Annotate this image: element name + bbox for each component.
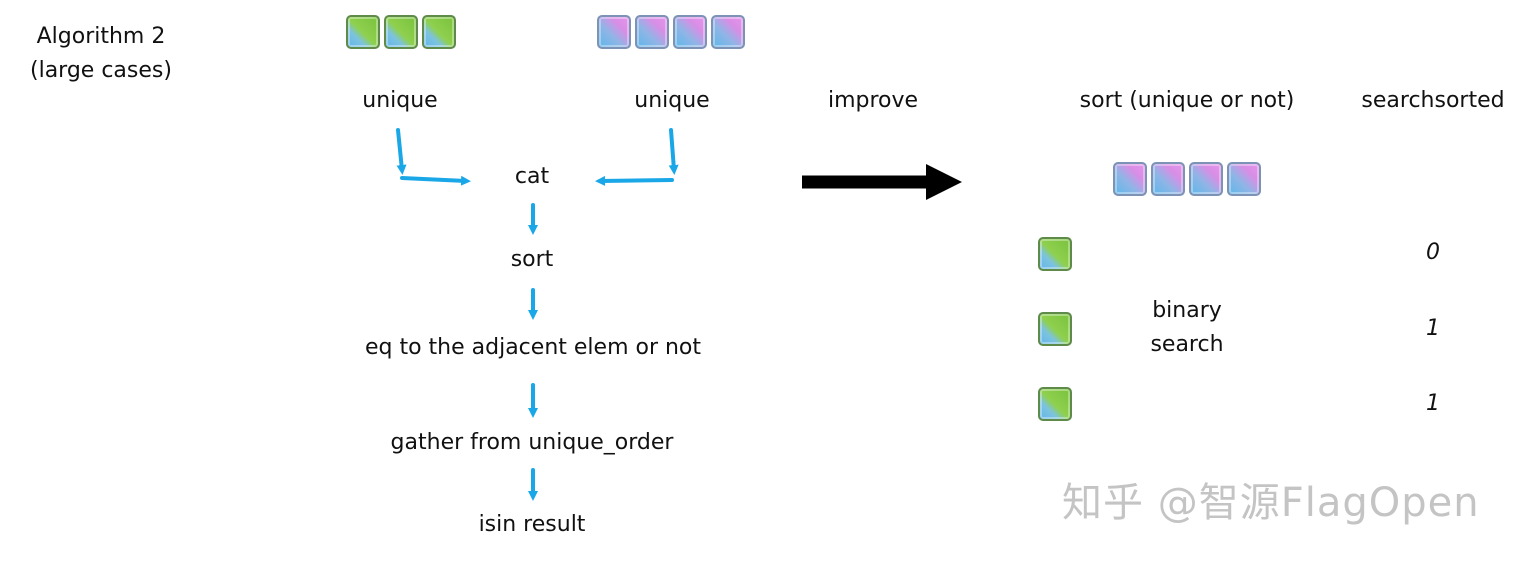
green-cube <box>346 15 380 49</box>
label-unique-left: unique <box>362 88 438 113</box>
label-gather: gather from unique_order <box>390 430 674 455</box>
pink-cube <box>1151 162 1185 196</box>
pink-cube <box>597 15 631 49</box>
watermark: 知乎 @智源FlagOpen <box>1062 480 1480 526</box>
algorithm-title: Algorithm 2 (large cases) <box>30 20 172 88</box>
pink-cube <box>711 15 745 49</box>
label-searchsorted: searchsorted <box>1361 88 1505 113</box>
green-query-cube <box>1038 237 1072 271</box>
pink-cube <box>635 15 669 49</box>
label-unique-right: unique <box>634 88 710 113</box>
pink-cube <box>1227 162 1261 196</box>
green-query-cube <box>1038 387 1072 421</box>
green-cube <box>384 15 418 49</box>
result-value-0: 0 <box>1426 240 1440 265</box>
label-isin-result: isin result <box>478 512 586 537</box>
label-sort: sort <box>510 247 554 272</box>
arrow-left-right <box>400 175 471 186</box>
binary-line2: search <box>1150 332 1224 357</box>
label-cat: cat <box>514 164 550 189</box>
algorithm-title-line1: Algorithm 2 <box>36 24 166 49</box>
green-cube <box>422 15 456 49</box>
label-binary-search: binary search <box>1150 294 1223 362</box>
pink-cube <box>673 15 707 49</box>
big-improve-arrow <box>802 164 962 200</box>
pink-cube <box>1113 162 1147 196</box>
arrow-left-down <box>396 128 407 175</box>
algorithm-title-line2: (large cases) <box>30 58 172 83</box>
result-value-1: 1 <box>1426 316 1440 341</box>
label-eq-adjacent: eq to the adjacent elem or not <box>364 335 702 360</box>
label-improve: improve <box>827 88 919 113</box>
pink-cube <box>1189 162 1223 196</box>
arrow-right-left <box>595 175 674 186</box>
result-value-2: 1 <box>1426 391 1440 416</box>
binary-line1: binary <box>1152 298 1222 323</box>
arrow-right-down <box>668 128 679 175</box>
green-query-cube <box>1038 312 1072 346</box>
label-sort-unique-or-not: sort (unique or not) <box>1079 88 1295 113</box>
